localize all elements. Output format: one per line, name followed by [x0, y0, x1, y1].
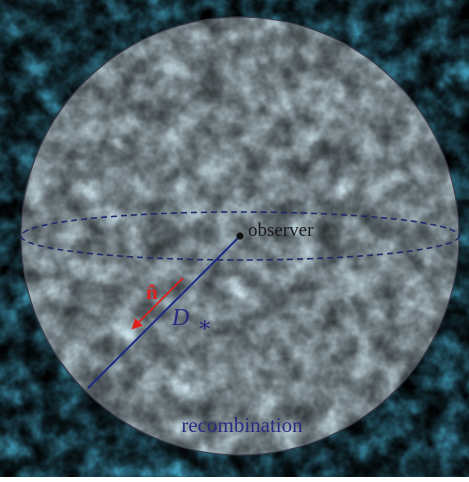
direction-arrow	[131, 277, 184, 330]
direction-vector-label: n̂	[146, 280, 158, 304]
distance-symbol: D	[171, 305, 189, 331]
distance-label: D ∗	[171, 305, 212, 337]
distance-subscript: ∗	[197, 312, 212, 337]
radius-line	[87, 235, 241, 389]
observer-dot-icon	[236, 232, 244, 240]
observer-label: observer	[248, 220, 314, 241]
recombination-label: recombination	[181, 413, 303, 437]
equator-dashed-ellipse	[20, 211, 460, 261]
